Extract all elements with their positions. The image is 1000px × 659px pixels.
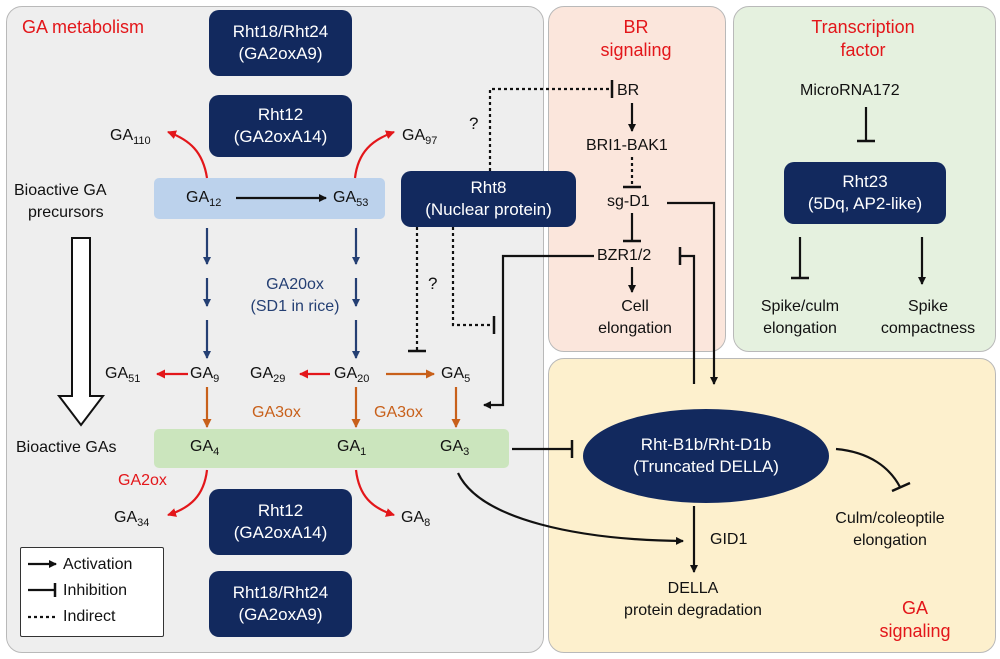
- arrow-ga53-to-ga97: [353, 130, 395, 179]
- rht23-box: Rht23(5Dq, AP2-like): [784, 162, 946, 224]
- legend-inhibition-label: Inhibition: [63, 582, 128, 599]
- arrow-sgd1-to-della: [667, 201, 718, 385]
- della-inhibit-bzr: [681, 254, 696, 384]
- arrow-ga4-to-ga34: [167, 469, 209, 517]
- ga-signaling-panel: [548, 358, 996, 653]
- rht12-top-box: Rht12(GA2oxA14): [209, 95, 352, 157]
- ga12-label: GA12: [186, 189, 222, 209]
- microrna172-label: MicroRNA172: [800, 82, 900, 99]
- bzr-label: BZR1/2: [597, 247, 652, 264]
- ga8-label: GA8: [401, 509, 431, 529]
- question-mark-top: ?: [469, 114, 479, 133]
- rht18-rht24-top-box: Rht18/Rht24(GA2oxA9): [209, 10, 352, 76]
- ga20-label: GA20: [334, 365, 370, 385]
- arrow-ga12-to-ga110: [167, 130, 209, 179]
- arrow-ga3-to-gid1: [457, 472, 684, 545]
- ga9-label: GA9: [190, 365, 220, 385]
- ga3ox-right-label: GA3ox: [374, 404, 423, 421]
- ga-metabolism-title: GA metabolism: [22, 17, 145, 37]
- rht18-rht24-bottom-box: Rht18/Rht24(GA2oxA9): [209, 571, 352, 637]
- ga51-label: GA51: [105, 365, 141, 385]
- question-mark-bottom: ?: [428, 274, 438, 293]
- legend: Activation Inhibition Indirect: [20, 547, 164, 637]
- rht8-indirect-inhibit-br: [488, 87, 612, 171]
- ga3ox-left-label: GA3ox: [252, 404, 301, 421]
- hollow-arrow-precursors-to-bioactive: [56, 237, 106, 427]
- ga20ox-label: GA20ox(SD1 in rice): [250, 276, 340, 315]
- ga53-label: GA53: [333, 189, 369, 209]
- ga5-label: GA5: [441, 365, 471, 385]
- rht12-bottom-box: Rht12(GA2oxA14): [209, 489, 352, 555]
- truncated-della-ellipse: Rht-B1b/Rht-D1b(Truncated DELLA): [583, 409, 829, 503]
- br-signaling-panel: [548, 6, 726, 352]
- bri1-bak1-label: BRI1-BAK1: [586, 137, 668, 154]
- rht8-box: Rht8(Nuclear protein): [401, 171, 576, 227]
- ga97-label: GA97: [402, 127, 438, 147]
- rht8-indirect-to-bzr: [451, 227, 494, 327]
- sg-d1-label: sg-D1: [607, 193, 650, 210]
- ga2ox-label: GA2ox: [118, 472, 167, 489]
- arrow-bzr-to-ga3: [483, 254, 594, 409]
- ga34-label: GA34: [114, 509, 150, 529]
- ga29-label: GA29: [250, 365, 286, 385]
- bioactive-gas-label: Bioactive GAs: [16, 439, 117, 456]
- br-label: BR: [617, 82, 640, 99]
- gid1-label: GID1: [710, 531, 748, 548]
- bioactive-bar: [154, 429, 509, 468]
- della-inhibit-culm-coleoptile: [835, 447, 901, 488]
- arrow-ga1-to-ga8: [354, 469, 395, 517]
- ga4-label: GA4: [190, 438, 220, 458]
- ga1-label: GA1: [337, 438, 367, 458]
- legend-indirect-label: Indirect: [63, 608, 116, 625]
- ga110-label: GA110: [110, 127, 151, 147]
- ga3-label: GA3: [440, 438, 470, 458]
- legend-activation-label: Activation: [63, 556, 133, 573]
